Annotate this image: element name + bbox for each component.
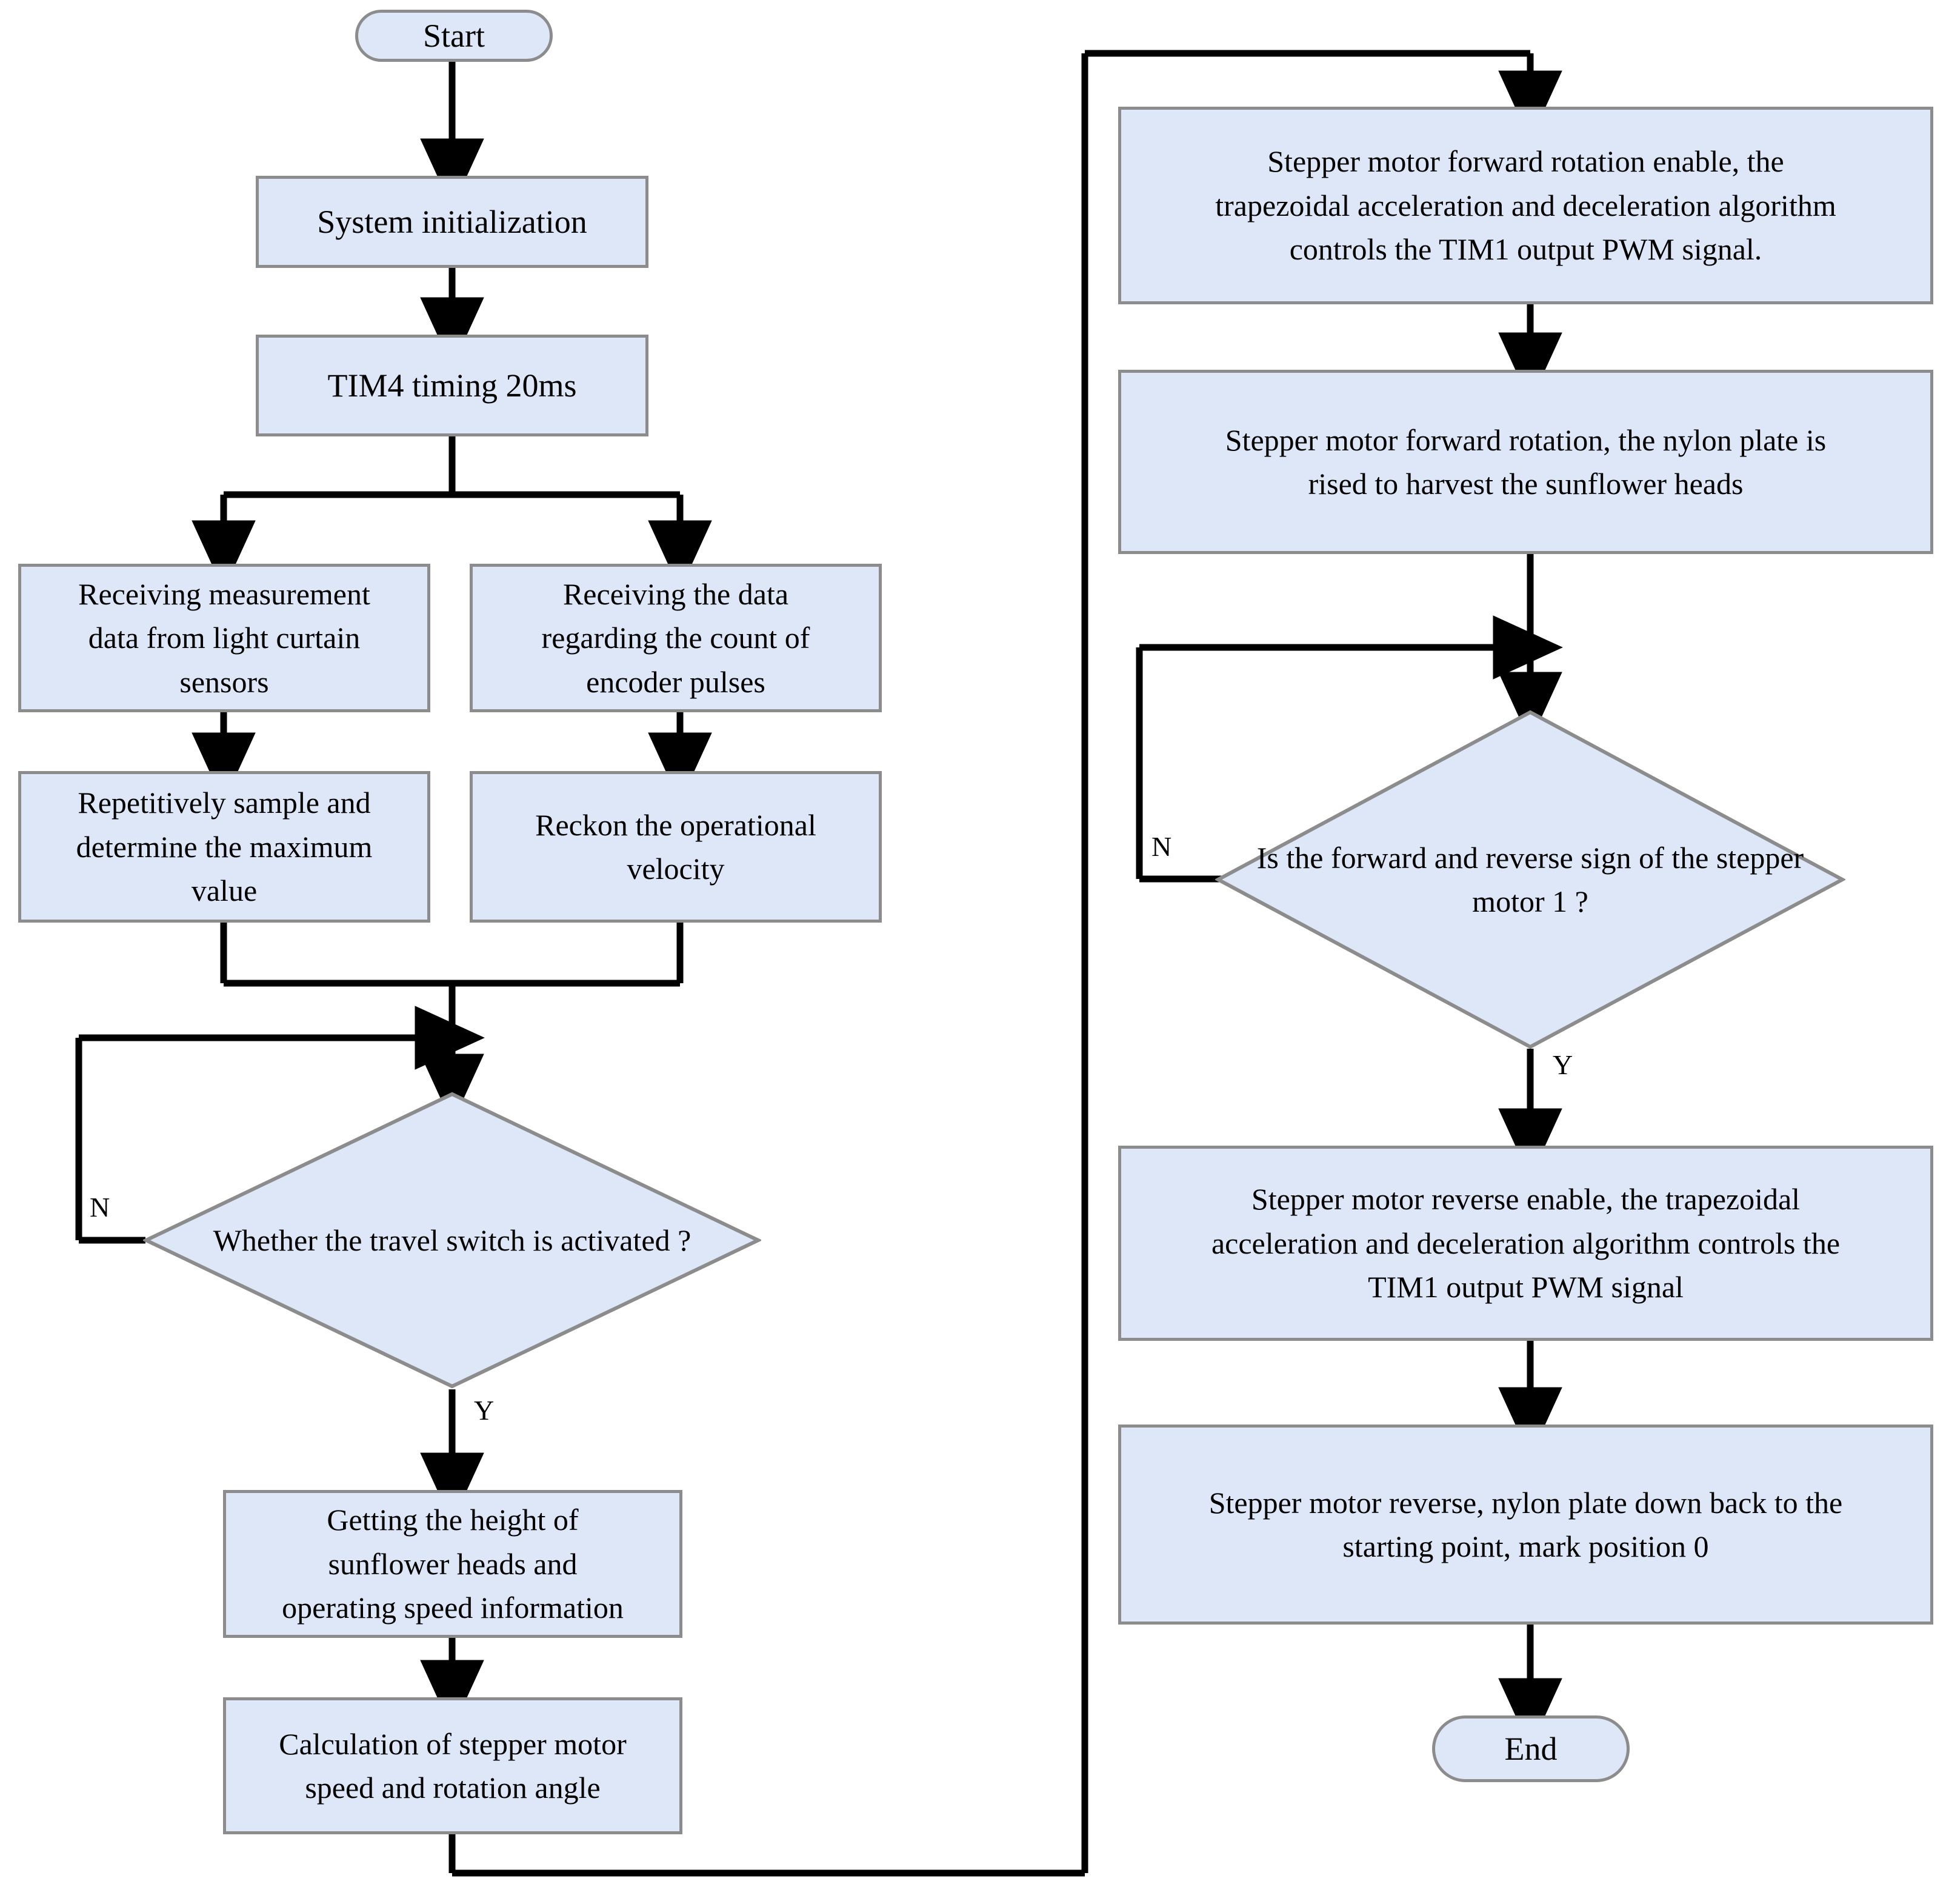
node-system-initialization[interactable]: System initialization (256, 176, 648, 268)
node-forward-rotation-raise-plate-label: Stepper motor forward rotation, the nylo… (1225, 423, 1827, 501)
node-forward-rotation-enable[interactable]: Stepper motor forward rotation enable, t… (1118, 107, 1933, 304)
node-reverse-return-home[interactable]: Stepper motor reverse, nylon plate down … (1118, 1425, 1933, 1625)
node-calculate-motor-speed[interactable]: Calculation of stepper motor speed and r… (223, 1697, 682, 1834)
node-end[interactable]: End (1432, 1715, 1630, 1782)
node-tim4-timing-label: TIM4 timing 20ms (327, 367, 577, 404)
node-forward-rotation-raise-plate[interactable]: Stepper motor forward rotation, the nylo… (1118, 370, 1933, 554)
node-sample-maximum-label: Repetitively sample and determine the ma… (76, 786, 373, 908)
node-start[interactable]: Start (355, 10, 553, 62)
node-reverse-enable-label: Stepper motor reverse enable, the trapez… (1211, 1182, 1841, 1304)
node-travel-switch-decision-label: Whether the travel switch is activated ? (213, 1223, 691, 1257)
edge-label-travel-switch-yes: Y (474, 1395, 495, 1426)
node-reverse-enable[interactable]: Stepper motor reverse enable, the trapez… (1118, 1146, 1933, 1341)
node-calculate-motor-speed-label: Calculation of stepper motor speed and r… (279, 1726, 627, 1805)
node-motor-sign-decision-label: Is the forward and reverse sign of the s… (1256, 840, 1804, 919)
node-get-height-speed-label: Getting the height of sunflower heads an… (282, 1503, 624, 1625)
node-get-height-speed[interactable]: Getting the height of sunflower heads an… (223, 1490, 682, 1638)
edge-label-motor-sign-yes: Y (1553, 1049, 1573, 1080)
node-sample-maximum[interactable]: Repetitively sample and determine the ma… (18, 771, 430, 923)
node-receive-light-curtain[interactable]: Receiving measurement data from light cu… (18, 564, 430, 712)
node-reckon-velocity[interactable]: Reckon the operational velocity (470, 771, 882, 923)
node-reverse-return-home-label: Stepper motor reverse, nylon plate down … (1208, 1485, 1843, 1564)
node-start-label: Start (423, 17, 485, 54)
node-forward-rotation-enable-label: Stepper motor forward rotation enable, t… (1215, 144, 1836, 267)
node-motor-sign-decision[interactable]: Is the forward and reverse sign of the s… (1215, 709, 1845, 1050)
decision-diamond-shape (143, 1092, 761, 1389)
decision-diamond-shape (1215, 710, 1845, 1049)
node-tim4-timing[interactable]: TIM4 timing 20ms (256, 335, 648, 436)
node-system-initialization-label: System initialization (317, 203, 587, 240)
edge-label-travel-switch-no: N (90, 1192, 110, 1223)
node-receive-encoder-pulses-label: Receiving the data regarding the count o… (541, 576, 810, 699)
node-receive-encoder-pulses[interactable]: Receiving the data regarding the count o… (470, 564, 882, 712)
node-end-label: End (1504, 1730, 1558, 1767)
node-reckon-velocity-label: Reckon the operational velocity (535, 807, 816, 886)
node-travel-switch-decision[interactable]: Whether the travel switch is activated ? (143, 1091, 761, 1389)
edge-label-motor-sign-no: N (1151, 831, 1172, 862)
node-receive-light-curtain-label: Receiving measurement data from light cu… (78, 576, 370, 699)
